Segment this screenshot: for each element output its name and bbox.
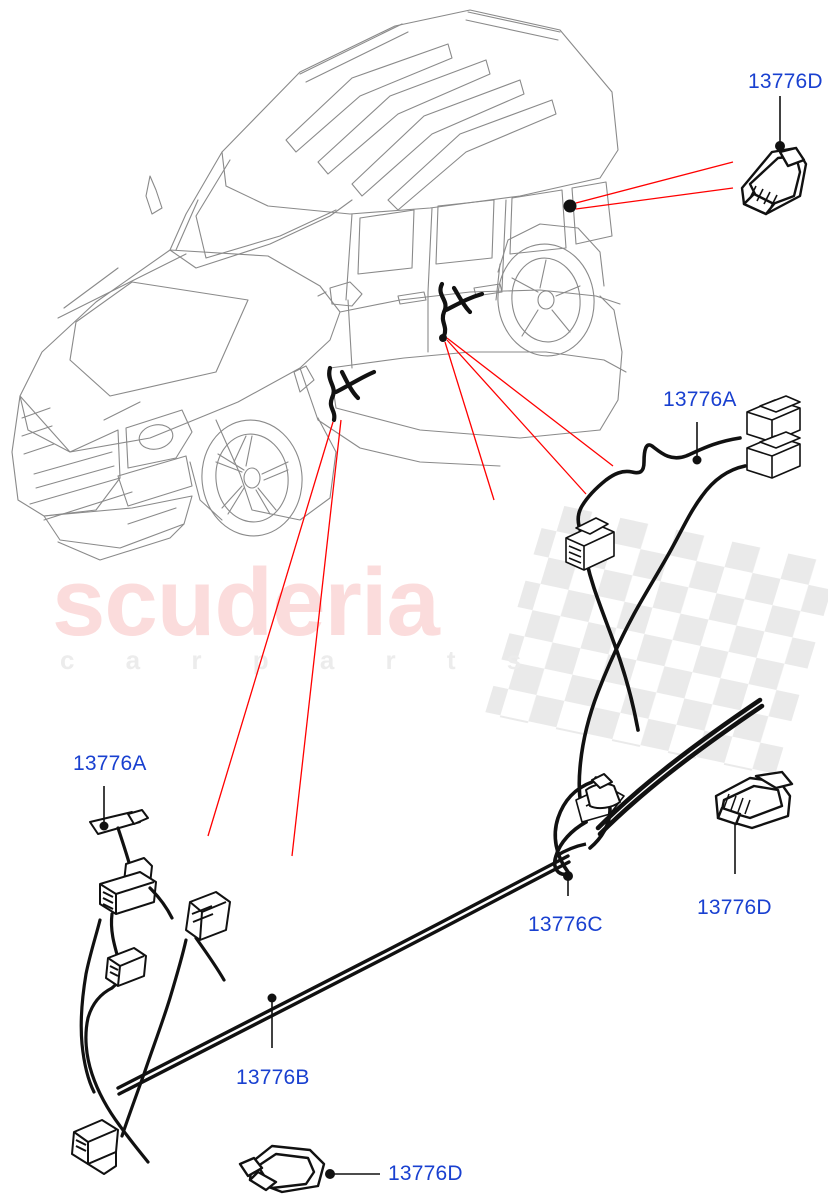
leader-13776A-right xyxy=(446,337,614,467)
watermark-tagline: c a r p a r t s xyxy=(60,645,544,675)
leader-lines xyxy=(207,161,734,857)
leader-13776C xyxy=(446,339,587,495)
leader-13776A-left xyxy=(207,421,334,837)
antenna-lead-detail xyxy=(553,773,621,896)
leader-13776D-top-a xyxy=(575,161,734,204)
leader-13776D-top-b xyxy=(575,187,734,210)
module-detail-top-right xyxy=(740,96,808,216)
module-detail-right xyxy=(714,770,794,874)
watermark-brand: scuderia xyxy=(52,549,440,656)
callout-stems xyxy=(99,422,702,831)
rear-quarter-module-on-car xyxy=(563,199,577,213)
vehicle-body-wiring xyxy=(327,281,485,423)
left-harness-assembly xyxy=(71,809,231,1175)
module-detail-bottom xyxy=(238,1144,380,1194)
callout-label-13776A-right: 13776A xyxy=(663,388,737,411)
long-cable xyxy=(116,842,587,1096)
callout-label-13776A-left: 13776A xyxy=(73,752,147,775)
callout-label-13776D-top: 13776D xyxy=(748,70,823,93)
leader-extra xyxy=(444,341,495,501)
wiring-node-door xyxy=(439,334,447,342)
callout-label-13776C: 13776C xyxy=(528,913,603,936)
callout-label-13776D-right: 13776D xyxy=(697,896,772,919)
callout-label-13776D-bottom: 13776D xyxy=(388,1162,463,1185)
leader-13776B xyxy=(291,419,342,857)
callout-label-13776B: 13776B xyxy=(236,1066,310,1089)
vehicle-outline xyxy=(11,9,627,561)
